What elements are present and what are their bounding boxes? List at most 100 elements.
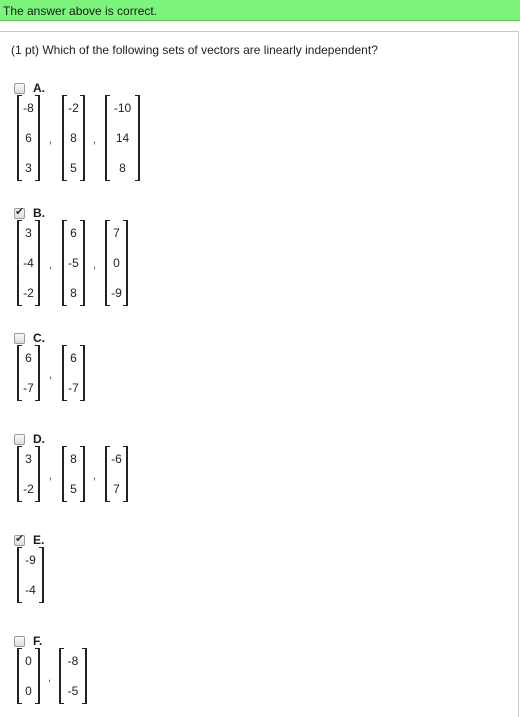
option-checkbox[interactable] <box>14 636 25 647</box>
option-checkbox[interactable] <box>14 434 25 445</box>
vector-separator: , <box>93 134 97 146</box>
right-bracket <box>80 95 85 181</box>
checkmark-icon: ✔ <box>15 206 25 218</box>
option-letter: F. <box>33 634 43 648</box>
vector-entry: 3 <box>25 452 32 466</box>
option-letter: A. <box>33 81 45 95</box>
vector-entry: 6 <box>25 131 32 145</box>
left-bracket <box>17 345 22 401</box>
left-bracket <box>62 446 67 502</box>
vector-entry: -8 <box>23 101 34 115</box>
left-bracket <box>105 95 110 181</box>
option-checkbox[interactable]: ✔ <box>14 533 25 546</box>
question-text: (1 pt) Which of the following sets of ve… <box>11 43 378 57</box>
column-vector: -8 -5 <box>59 648 87 704</box>
vector-entry: 7 <box>113 482 120 496</box>
vector-entry: -2 <box>23 482 34 496</box>
right-bracket <box>80 446 85 502</box>
feedback-message: The answer above is correct. <box>3 4 158 18</box>
left-bracket <box>62 95 67 181</box>
column-vector: -2 8 5 <box>62 95 85 181</box>
vector-entry: 3 <box>25 226 32 240</box>
column-vector: 6 -5 8 <box>62 220 85 306</box>
left-bracket <box>17 648 22 704</box>
vector-entry: -6 <box>111 452 122 466</box>
vector-entry: 6 <box>70 226 77 240</box>
vector-entry: -5 <box>68 256 79 270</box>
vector-entry: 6 <box>25 351 32 365</box>
column-vector: -8 6 3 <box>17 95 40 181</box>
option-letter: D. <box>33 432 45 446</box>
feedback-banner: The answer above is correct. <box>0 0 520 21</box>
vector-entry: -9 <box>111 286 122 300</box>
left-bracket <box>105 446 110 502</box>
column-vector: 6 -7 <box>62 345 85 401</box>
vector-entry: 6 <box>70 351 77 365</box>
vector-entry: -2 <box>23 286 34 300</box>
option-letter: C. <box>33 331 45 345</box>
vector-separator: , <box>49 134 53 146</box>
right-bracket <box>135 95 140 181</box>
left-bracket <box>17 95 22 181</box>
vector-entry: 5 <box>70 161 77 175</box>
vector-entry: 8 <box>119 161 126 175</box>
right-bracket <box>39 547 44 603</box>
vector-separator: , <box>49 369 53 381</box>
option-checkbox[interactable] <box>14 83 25 94</box>
option-checkbox[interactable] <box>14 333 25 344</box>
vector-entry: 8 <box>70 131 77 145</box>
right-bracket <box>80 345 85 401</box>
right-bracket <box>123 220 128 306</box>
right-bracket <box>35 446 40 502</box>
vector-entry: 3 <box>25 161 32 175</box>
vector-entry: -8 <box>67 654 79 668</box>
left-bracket <box>17 547 22 603</box>
vector-entry: -4 <box>23 256 34 270</box>
left-bracket <box>17 446 22 502</box>
left-bracket <box>17 220 22 306</box>
vector-entry: -5 <box>67 684 79 698</box>
vector-entry: 14 <box>115 131 130 145</box>
right-bracket <box>35 648 40 704</box>
left-bracket <box>62 220 67 306</box>
vector-separator: , <box>49 470 53 482</box>
vector-separator: , <box>49 259 53 271</box>
column-vector: -6 7 <box>105 446 128 502</box>
vector-separator: , <box>48 672 52 684</box>
column-vector: -9-4 <box>17 547 44 603</box>
column-vector: -10 14 8 <box>105 95 140 181</box>
vector-entry: -10 <box>113 101 132 115</box>
vector-entry: 8 <box>70 452 77 466</box>
right-bracket <box>123 446 128 502</box>
vector-entry: 0 <box>25 654 32 668</box>
checkmark-icon: ✔ <box>15 533 25 545</box>
left-bracket <box>59 648 64 704</box>
vector-separator: , <box>93 470 97 482</box>
vector-entry: 8 <box>70 286 77 300</box>
vector-entry: -9 <box>25 553 36 567</box>
vector-entry: 7 <box>113 226 120 240</box>
option-checkbox[interactable]: ✔ <box>14 206 25 219</box>
vector-entry: 5 <box>70 482 77 496</box>
right-bracket <box>35 220 40 306</box>
column-vector: 7 0 -9 <box>105 220 128 306</box>
vector-entry: -7 <box>23 381 34 395</box>
left-bracket <box>105 220 110 306</box>
column-vector: 3 -2 <box>17 446 40 502</box>
problem-frame <box>0 31 519 717</box>
option-letter: B. <box>33 206 45 220</box>
left-bracket <box>62 345 67 401</box>
option-letter: E. <box>33 533 45 547</box>
vector-separator: , <box>93 259 97 271</box>
right-bracket <box>82 648 87 704</box>
right-bracket <box>80 220 85 306</box>
vector-entry: -7 <box>68 381 79 395</box>
column-vector: 3 -4 -2 <box>17 220 40 306</box>
vector-entry: 0 <box>25 684 32 698</box>
vector-entry: -2 <box>68 101 79 115</box>
vector-entry: 0 <box>113 256 120 270</box>
right-bracket <box>35 345 40 401</box>
column-vector: 6 -7 <box>17 345 40 401</box>
